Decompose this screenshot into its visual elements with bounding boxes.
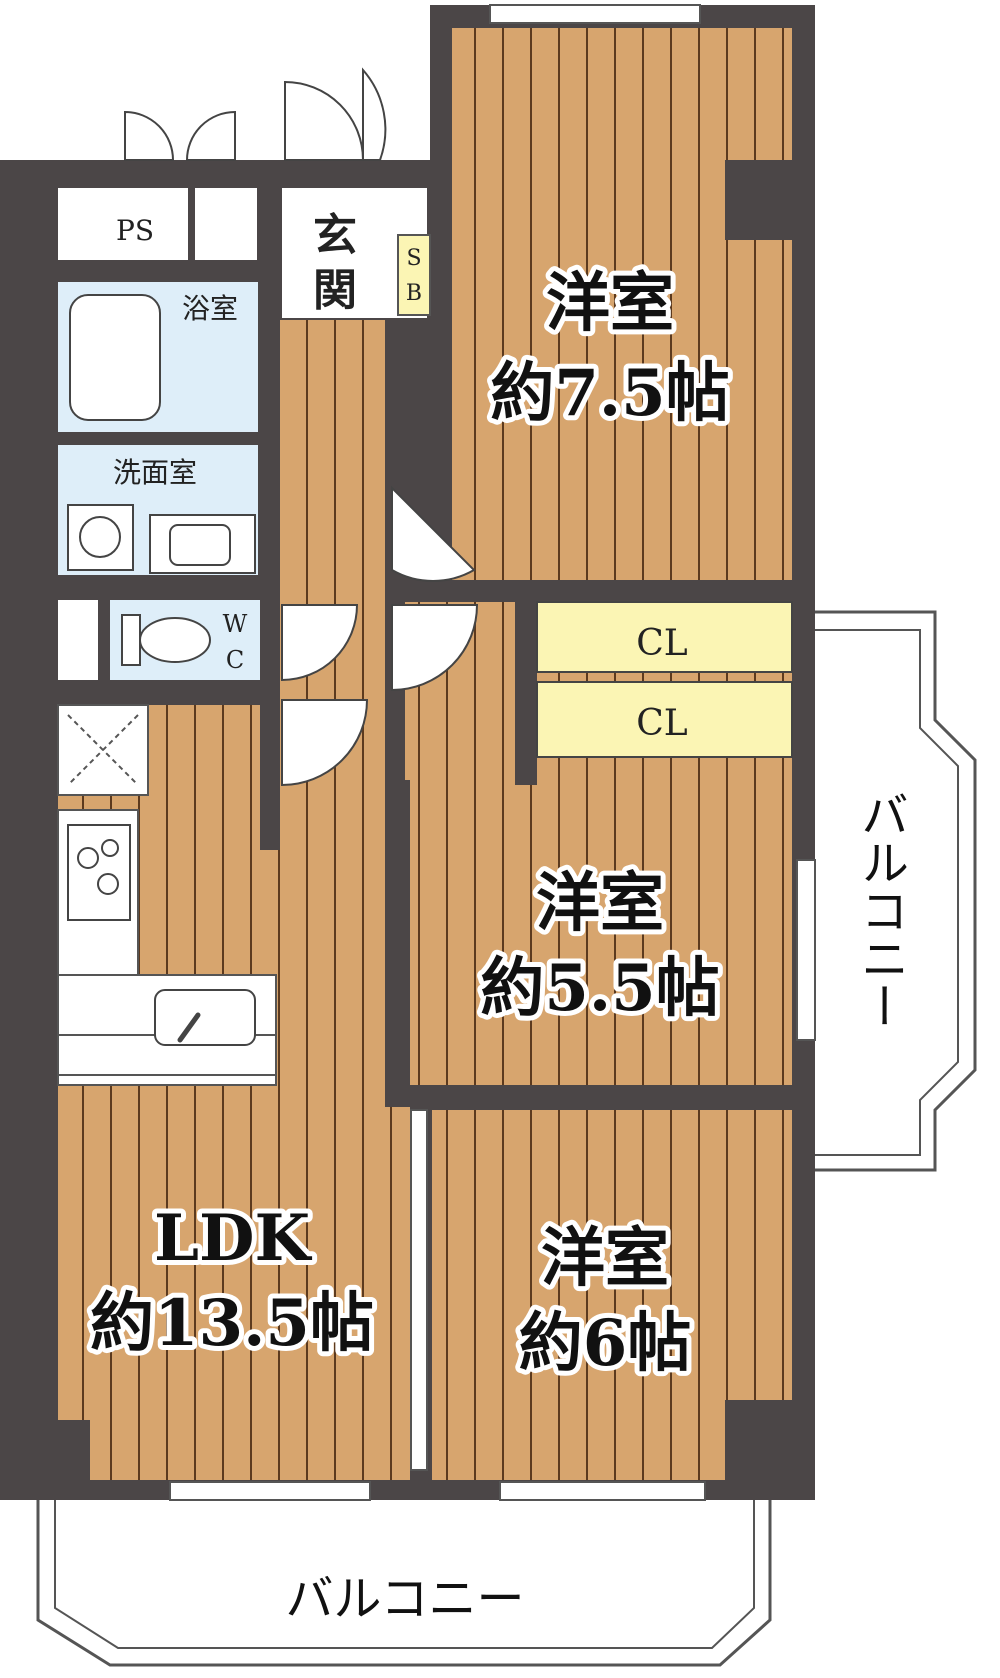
sink-icon (154, 989, 256, 1046)
window-icon (169, 4, 816, 1501)
svg-text:洋室: 洋室 (546, 266, 674, 341)
balcony-side (815, 610, 977, 1172)
room-western-1 (452, 28, 792, 583)
storage-wc (58, 600, 98, 680)
svg-text:約6帖: 約6帖 (519, 1306, 692, 1381)
svg-text:LDK: LDK (154, 1201, 313, 1276)
label-wc-c: C (226, 646, 244, 674)
label-bath: 浴室 (182, 292, 238, 325)
vanity-icon (149, 514, 256, 574)
storage-small (195, 188, 257, 260)
svg-text:約7.5帖: 約7.5帖 (490, 356, 729, 431)
room-label-ldk: LDK 約13.5帖 (85, 1196, 379, 1366)
toilet-icon (121, 614, 211, 666)
washing-machine-icon (67, 504, 134, 571)
closet-2 (536, 681, 793, 758)
stove-icon (67, 824, 131, 921)
bathtub-icon (69, 294, 161, 421)
balcony-bottom (36, 1500, 772, 1667)
label-balcony-bottom: バルコニー (285, 1571, 524, 1627)
room-label-western-2: 洋室 約5.5帖 (475, 861, 724, 1031)
room-label-western-1: 洋室 約7.5帖 (485, 261, 734, 436)
label-ps: PS (116, 214, 154, 247)
label-entrance-2: 関 (313, 265, 357, 316)
shoe-box (397, 234, 431, 316)
inner-walls (0, 160, 815, 1500)
door-swing-icon (124, 67, 479, 787)
label-wc-w: W (223, 610, 248, 638)
label-closet-1: CL (636, 623, 688, 664)
label-entrance-1: 玄 (313, 210, 357, 261)
svg-text:洋室: 洋室 (536, 866, 664, 941)
ps-space (58, 188, 188, 260)
label-sb-s: S (406, 246, 421, 271)
label-sb-b: B (406, 281, 422, 306)
label-washroom: 洗面室 (113, 456, 197, 489)
svg-text:約13.5帖: 約13.5帖 (90, 1286, 374, 1361)
label-balcony-side: バルコニー (852, 790, 908, 1030)
svg-text:約5.5帖: 約5.5帖 (480, 951, 719, 1026)
room-label-western-3: 洋室 約6帖 (514, 1216, 697, 1386)
label-closet-2: CL (636, 703, 688, 744)
closet-1 (536, 601, 793, 673)
svg-text:洋室: 洋室 (541, 1221, 669, 1296)
